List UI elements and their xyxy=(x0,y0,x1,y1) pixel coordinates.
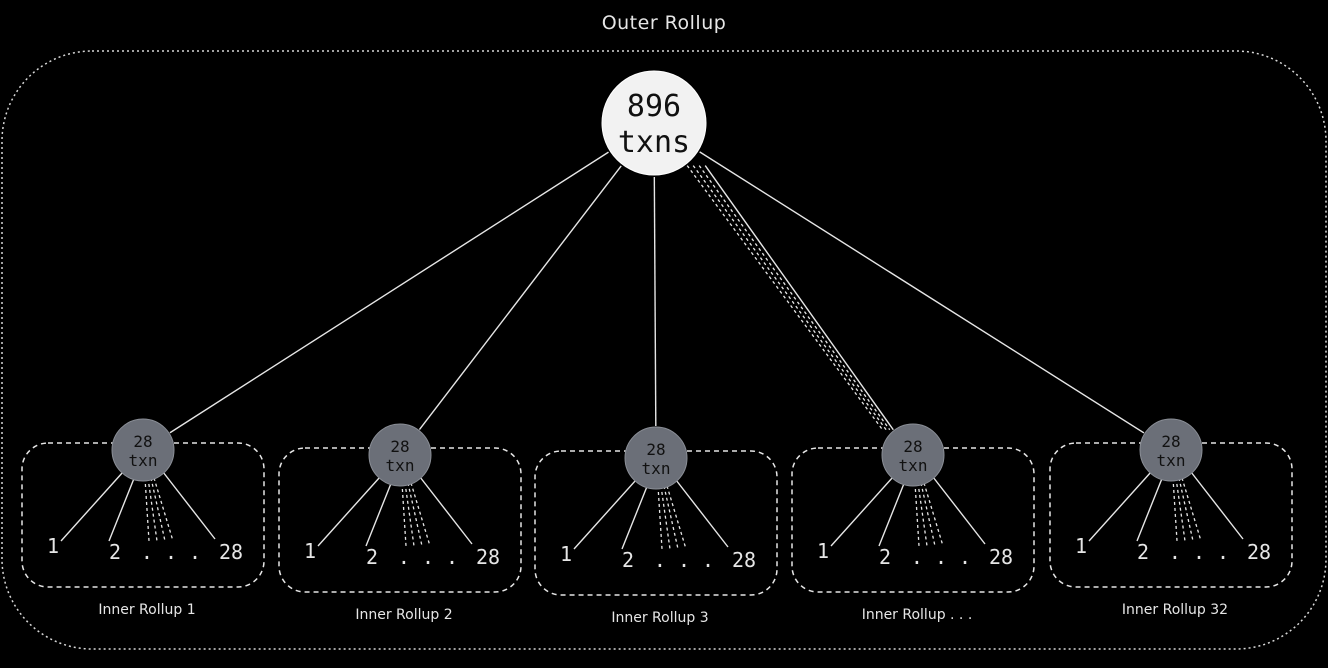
leaf-label: 2 xyxy=(109,540,121,564)
leaf-edge-dotted xyxy=(920,482,936,547)
leaf-edge xyxy=(1088,471,1152,542)
leaf-label: 28 xyxy=(476,545,500,569)
leaf-edge-dotted xyxy=(147,477,158,542)
leaf-edge xyxy=(365,480,393,547)
root-edge xyxy=(653,176,657,427)
root-node-count: 896 xyxy=(627,89,681,124)
inner-rollup-label: Inner Rollup . . . xyxy=(862,607,973,623)
root-edge xyxy=(169,151,609,434)
leaf-label: . . . xyxy=(398,545,458,569)
inner-rollup-label: Inner Rollup 3 xyxy=(611,610,708,626)
inner-node-circle xyxy=(1139,418,1203,482)
leaf-edge-dotted xyxy=(666,485,687,550)
inner-node-unit: txn xyxy=(642,459,671,478)
leaf-edge xyxy=(60,471,124,542)
inner-node-count: 28 xyxy=(390,437,409,456)
leaf-label: 28 xyxy=(219,540,243,564)
root-node: 896 txns xyxy=(601,70,707,176)
leaf-edge-dotted xyxy=(1172,477,1178,542)
leaf-label: . . . xyxy=(911,545,971,569)
leaf-edge xyxy=(162,471,216,540)
leaf-edge xyxy=(1136,475,1164,542)
leaf-edge-dotted xyxy=(401,482,407,547)
inner-node-count: 28 xyxy=(903,437,922,456)
inner-rollup-label: Inner Rollup 2 xyxy=(355,607,452,623)
leaf-edge xyxy=(419,476,473,545)
leaf-label: . . . xyxy=(1169,540,1229,564)
leaf-label: 2 xyxy=(366,545,378,569)
root-node-unit: txns xyxy=(618,125,690,160)
leaf-label: 28 xyxy=(1247,540,1271,564)
inner-node-unit: txn xyxy=(129,451,158,470)
leaf-edge xyxy=(317,476,381,547)
inner-node-unit: txn xyxy=(899,456,928,475)
inner-node-circle xyxy=(881,423,945,487)
leaf-edge-dotted xyxy=(917,482,928,547)
leaf-label: . . . xyxy=(654,548,714,572)
leaf-label: 1 xyxy=(304,539,316,563)
inner-node-circle xyxy=(624,426,688,490)
leaf-edge-dotted xyxy=(1175,477,1186,542)
leaf-edge xyxy=(1190,471,1244,540)
leaf-edge-dotted xyxy=(407,482,423,547)
inner-node-circle xyxy=(111,418,175,482)
leaf-edge-dotted xyxy=(410,482,431,547)
root-edges xyxy=(169,151,1145,434)
leaf-label: 1 xyxy=(817,539,829,563)
inner-node-unit: txn xyxy=(1157,451,1186,470)
outer-rollup-boundary xyxy=(1,50,1327,650)
leaf-edge xyxy=(621,483,649,550)
leaf-label: 28 xyxy=(989,545,1013,569)
inner-node-count: 28 xyxy=(646,440,665,459)
leaf-edge-dotted xyxy=(150,477,166,542)
root-edge xyxy=(699,151,1145,434)
leaf-edge xyxy=(932,476,986,545)
leaf-label: . . . xyxy=(141,540,201,564)
root-node-circle xyxy=(601,70,707,176)
leaf-label: 1 xyxy=(1075,534,1087,558)
inner-node-count: 28 xyxy=(1161,432,1180,451)
leaf-edge xyxy=(878,480,906,547)
root-edge-dotted xyxy=(698,165,891,431)
leaf-edge-dotted xyxy=(914,482,920,547)
leaf-edge-dotted xyxy=(660,485,671,550)
leaf-edge xyxy=(108,475,136,542)
inner-rollup-label: Inner Rollup 32 xyxy=(1122,602,1228,618)
leaf-edge-dotted xyxy=(144,477,150,542)
outer-rollup-title: Outer Rollup xyxy=(601,12,727,34)
leaf-label: 1 xyxy=(47,534,59,558)
leaf-label: 2 xyxy=(622,548,634,572)
leaf-edge-dotted xyxy=(657,485,663,550)
leaf-edge-dotted xyxy=(923,482,944,547)
leaf-edge-dotted xyxy=(1181,477,1202,542)
leaf-label: 2 xyxy=(879,545,891,569)
inner-rollup-label: Inner Rollup 1 xyxy=(98,602,195,618)
leaf-edge xyxy=(830,476,894,547)
inner-node-unit: txn xyxy=(386,456,415,475)
inner-node-circle xyxy=(368,423,432,487)
leaf-edge-dotted xyxy=(663,485,679,550)
root-edge xyxy=(704,165,894,431)
leaf-label: 1 xyxy=(560,542,572,566)
leaf-edge xyxy=(573,479,637,550)
leaf-edge-dotted xyxy=(1178,477,1194,542)
leaf-edge-dotted xyxy=(153,477,174,542)
root-edge-dotted xyxy=(692,165,887,431)
root-edge xyxy=(418,165,622,431)
inner-node-count: 28 xyxy=(133,432,152,451)
leaf-label: 28 xyxy=(732,548,756,572)
leaf-label: 2 xyxy=(1137,540,1149,564)
leaf-edge xyxy=(675,479,729,548)
root-edge-dotted xyxy=(686,165,884,431)
leaf-edge-dotted xyxy=(404,482,415,547)
